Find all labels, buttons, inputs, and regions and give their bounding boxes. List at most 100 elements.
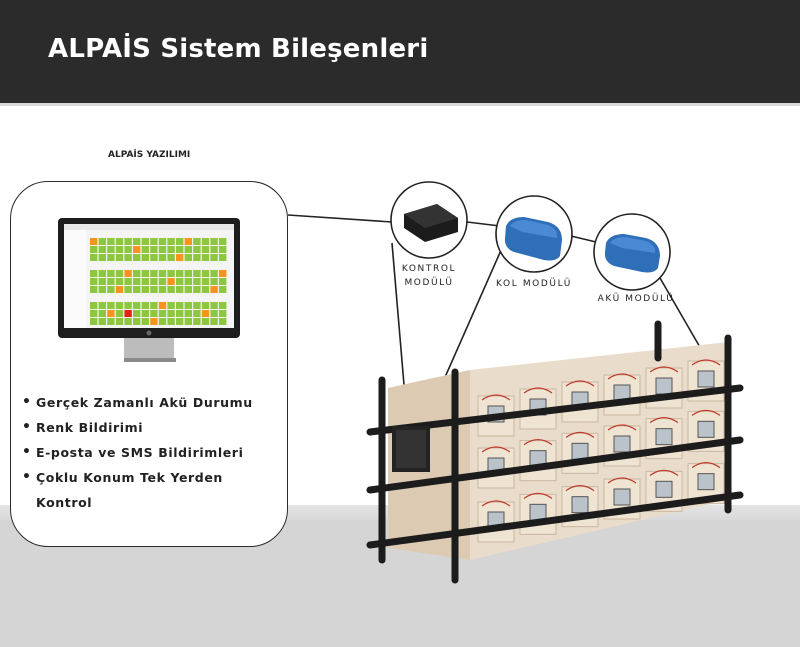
grid-cell [90,310,98,317]
feature-item: Renk Bildirimi [22,415,276,440]
grid-cell [158,278,167,285]
grid-cell [158,302,167,309]
grid-cell [90,270,98,277]
battery-sensor [655,377,673,395]
grid-cell [98,286,106,293]
grid-cell [193,310,201,317]
feature-list: Gerçek Zamanlı Akü Durumu Renk Bildirimi… [22,390,276,515]
grid-cell [133,318,141,325]
grid-cell [141,238,149,245]
grid-cell [115,254,124,261]
grid-cell [124,238,132,245]
battery-wire [523,387,553,394]
grid-cell [167,254,175,261]
grid-cell [219,270,227,277]
grid-cell [107,286,115,293]
grid-cell [90,246,98,253]
grid-cell [124,278,132,285]
grid-cell [201,302,210,309]
grid-cell [158,254,167,261]
grid-cell [184,246,192,253]
grid-cell [141,278,149,285]
grid-cell [98,270,106,277]
grid-cell [90,318,98,325]
grid-cell [158,286,167,293]
feature-item: Gerçek Zamanlı Akü Durumu [22,390,276,415]
grid-cell [150,238,158,245]
grid-cell [176,270,184,277]
grid-cell [201,246,210,253]
control-module-icon [390,181,468,259]
grid-cell [150,302,158,309]
grid-cell [176,278,184,285]
battery-sensor [571,442,589,460]
grid-cell [124,318,132,325]
grid-cell [210,270,218,277]
grid-cell [115,238,124,245]
grid-cell [201,270,210,277]
grid-cell [167,310,175,317]
grid-cell [98,302,106,309]
battery-wire [607,477,637,484]
grid-cell [219,278,227,285]
battery-wire [691,359,721,366]
battery-wire [607,373,637,380]
grid-cell [141,310,149,317]
grid-cell [150,278,158,285]
grid-cell [193,278,201,285]
grid-cell [184,286,192,293]
battery-wire [649,469,679,476]
grid-cell [115,278,124,285]
grid-cell [133,278,141,285]
header-divider [0,103,800,106]
grid-cell [98,254,106,261]
grid-cell [90,302,98,309]
grid-cell [167,286,175,293]
grid-cell [133,302,141,309]
feature-item: E-posta ve SMS Bildirimleri [22,440,276,465]
grid-cell [219,310,227,317]
grid-cell [210,246,218,253]
grid-cell [107,254,115,261]
grid-cell [115,246,124,253]
grid-cell [90,286,98,293]
battery-sensor [529,503,547,521]
grid-cell [201,318,210,325]
grid-cell [176,318,184,325]
grid-cell [210,238,218,245]
grid-cell [210,318,218,325]
battery-module-icon [593,213,671,291]
grid-cell [115,286,124,293]
grid-cell [219,302,227,309]
grid-cell [210,302,218,309]
grid-cell [150,246,158,253]
grid-cell [107,302,115,309]
grid-cell [193,254,201,261]
grid-cell [184,254,192,261]
grid-cell [98,278,106,285]
grid-cell [193,318,201,325]
grid-cell [141,302,149,309]
battery-wire [565,431,595,438]
battery-wire [691,462,721,469]
grid-cell [167,278,175,285]
battery-sensor [613,435,631,453]
battery-sensor [613,488,631,506]
grid-cell [98,238,106,245]
grid-cell [150,254,158,261]
grid-cell [219,318,227,325]
grid-cell [98,318,106,325]
grid-cell [133,246,141,253]
grid-cell [107,246,115,253]
grid-cell [115,302,124,309]
grid-cell [193,286,201,293]
battery-wire [523,439,553,446]
grid-cell [124,246,132,253]
grid-cell [184,270,192,277]
battery-sensor [655,428,673,446]
grid-cell [167,238,175,245]
grid-cell [90,238,98,245]
battery-sensor [697,473,715,491]
grid-cell [90,254,98,261]
